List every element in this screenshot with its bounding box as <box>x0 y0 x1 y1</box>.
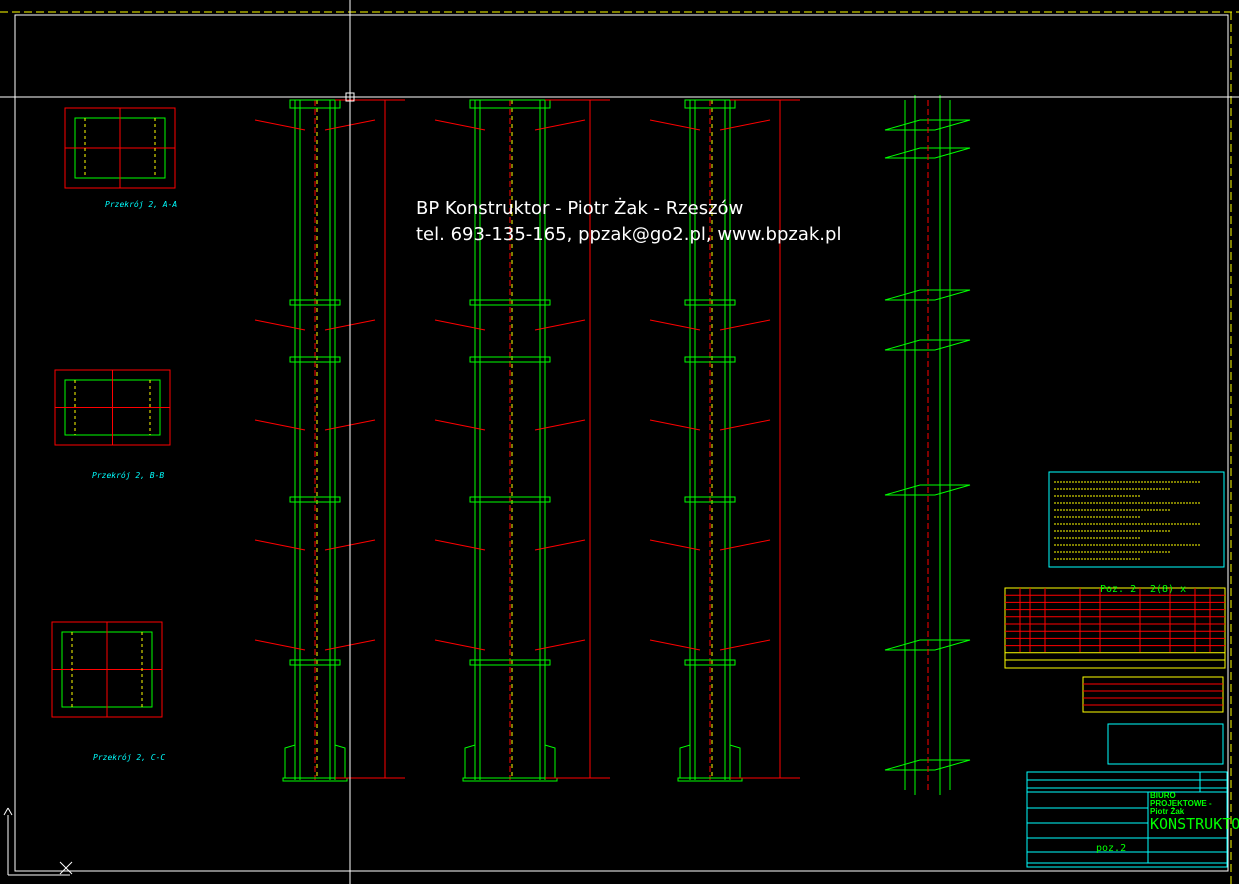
leader-line <box>649 319 701 331</box>
parts-list <box>1004 471 1226 765</box>
stiffener-plate <box>684 659 736 666</box>
column-views <box>254 95 971 795</box>
leader-line <box>434 419 486 431</box>
head-plate <box>289 99 341 109</box>
leader-line <box>254 419 306 431</box>
isometric-plate <box>884 639 971 651</box>
title-block <box>1026 771 1228 868</box>
leader-line <box>434 119 486 131</box>
stiffener-plate <box>684 356 736 363</box>
leader-line <box>534 419 586 431</box>
title-block-frame <box>1026 771 1228 868</box>
section-view-1 <box>64 107 176 189</box>
stiffener-plate <box>289 496 341 503</box>
column-isometric <box>884 95 971 795</box>
leader-line <box>434 319 486 331</box>
column-elevation-2 <box>434 99 610 782</box>
column-elevation-3 <box>649 99 800 782</box>
section-dimension-frame <box>54 369 171 446</box>
leader-line <box>719 419 771 431</box>
brand-logo-text: KONSTRUKTOR <box>1150 815 1239 833</box>
parts-table <box>1004 587 1226 669</box>
stiffener-plate <box>289 659 341 666</box>
stiffener-plate <box>469 659 551 666</box>
leader-line <box>254 539 306 551</box>
drawing-number: poz.2 <box>1096 843 1126 854</box>
parts-list-quantity: 2(8) x <box>1150 584 1186 595</box>
leader-line <box>434 539 486 551</box>
leader-line <box>534 639 586 651</box>
cursor-pickbox[interactable] <box>345 92 355 102</box>
bolts-table <box>1082 676 1224 713</box>
column-elevation-1 <box>254 99 405 782</box>
stiffener-plate <box>469 356 551 363</box>
leader-line <box>719 539 771 551</box>
leader-line <box>534 119 586 131</box>
leader-line <box>719 119 771 131</box>
isometric-plate <box>884 339 971 351</box>
stiffener-plate <box>684 496 736 503</box>
sheet-border <box>14 14 1229 872</box>
office-name: BIURO PROJEKTOWE - Piotr Żak <box>1150 791 1212 816</box>
section-dimension-frame <box>64 107 176 189</box>
base-plate <box>462 777 558 782</box>
leader-line <box>254 639 306 651</box>
section-bb-title: Przekrój 2, B-B <box>92 470 164 480</box>
stiffener-plate <box>289 356 341 363</box>
legend-box <box>1107 723 1224 765</box>
leader-line <box>534 539 586 551</box>
section-view-2 <box>54 369 171 446</box>
stiffener-plate <box>289 299 341 306</box>
watermark-line-2: tel. 693-135-165, ppzak@go2.pl, www.bpza… <box>416 224 842 245</box>
leader-line <box>534 319 586 331</box>
section-cc-title: Przekrój 2, C-C <box>93 752 165 762</box>
isometric-plate <box>884 759 971 771</box>
leader-line <box>254 319 306 331</box>
isometric-plate <box>884 147 971 159</box>
isometric-plate <box>884 484 971 496</box>
ucs-icon <box>3 807 73 876</box>
section-view-3 <box>51 621 163 718</box>
leader-line <box>719 319 771 331</box>
leader-line <box>434 639 486 651</box>
notes-box <box>1048 471 1225 568</box>
section-dimension-frame <box>51 621 163 718</box>
base-plate <box>677 777 743 782</box>
stiffener-plate <box>469 496 551 503</box>
head-plate <box>684 99 736 109</box>
head-plate <box>469 99 551 109</box>
section-views <box>51 107 176 718</box>
section-aa-title: Przekrój 2, A-A <box>105 199 177 209</box>
isometric-plate <box>884 119 971 131</box>
leader-line <box>254 119 306 131</box>
watermark-line-1: BP Konstruktor - Piotr Żak - Rzeszów <box>416 198 744 219</box>
parts-list-position: Poz. 2 <box>1100 584 1136 595</box>
leader-line <box>649 639 701 651</box>
base-plate <box>282 777 348 782</box>
isometric-plate <box>884 289 971 301</box>
leader-line <box>649 419 701 431</box>
leader-line <box>649 119 701 131</box>
leader-line <box>719 639 771 651</box>
stiffener-plate <box>684 299 736 306</box>
stiffener-plate <box>469 299 551 306</box>
leader-line <box>649 539 701 551</box>
